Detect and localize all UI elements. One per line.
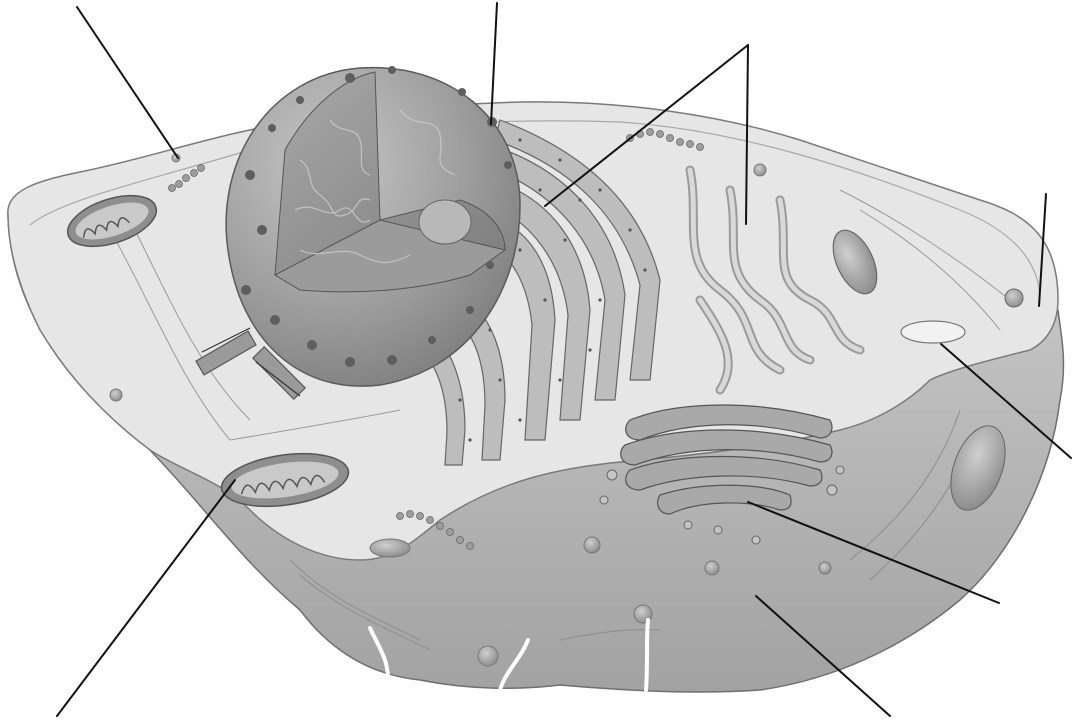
- vacuole: [901, 321, 965, 343]
- nucleolus: [419, 200, 471, 244]
- free-ribosome-right: [1005, 289, 1023, 307]
- leader-line-8: [57, 480, 235, 716]
- leader-line-1: [77, 7, 178, 158]
